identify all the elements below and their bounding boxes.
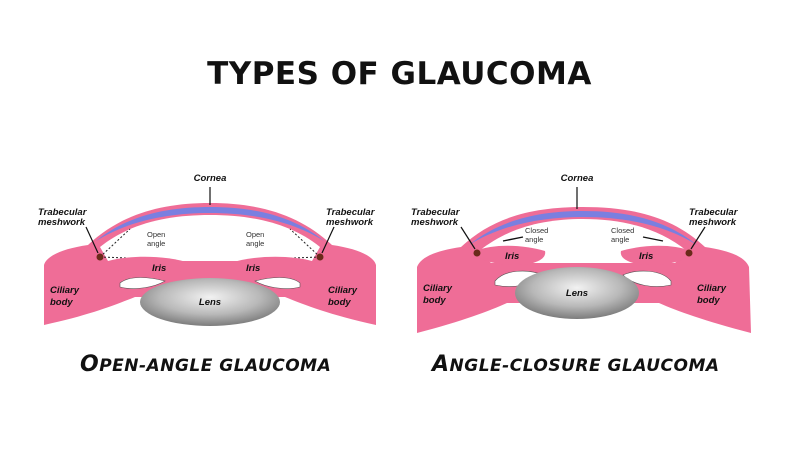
label-iris-left: Iris <box>505 251 519 262</box>
meshwork-dot-right <box>685 249 693 257</box>
open-angle-caption-rest: PEN-ANGLE GLAUCOMA <box>99 356 332 376</box>
iris-right <box>620 245 691 265</box>
label-angle-right-2: angle <box>611 235 629 244</box>
iris-left <box>108 256 191 275</box>
meshwork-pointer-right <box>321 226 335 254</box>
meshwork-pointer-right <box>690 226 706 250</box>
angle-closure-caption-initial: A <box>432 352 450 377</box>
label-ciliary-right-1: Ciliary <box>697 283 727 294</box>
closed-angle-arrow-right <box>642 236 664 242</box>
label-cornea: Cornea <box>561 173 594 184</box>
label-angle-left-2: angle <box>147 239 165 248</box>
label-ciliary-left-2: body <box>50 297 73 308</box>
lens-shape <box>140 278 280 326</box>
label-meshwork-left-2: meshwork <box>38 217 86 228</box>
label-ciliary-right-2: body <box>697 295 720 306</box>
label-angle-left-2: angle <box>525 235 543 244</box>
label-iris-right: Iris <box>639 251 653 262</box>
label-meshwork-right-1: Trabecular <box>689 207 739 218</box>
angle-closure-caption: ANGLE-CLOSURE GLAUCOMA <box>432 352 720 377</box>
ciliary-process-right <box>622 270 672 287</box>
label-meshwork-left-1: Trabecular <box>411 207 461 218</box>
label-angle-left-1: Closed <box>525 226 548 235</box>
label-iris-right: Iris <box>246 263 260 274</box>
label-meshwork-right-2: meshwork <box>326 217 374 228</box>
open-angle-caption: OPEN-ANGLE GLAUCOMA <box>80 352 331 377</box>
label-angle-left-1: Open <box>147 230 165 239</box>
meshwork-dot-left <box>473 249 481 257</box>
label-lens: Lens <box>199 297 221 308</box>
cornea-layer <box>96 207 324 241</box>
label-ciliary-right-1: Ciliary <box>328 285 358 296</box>
closed-angle-arrow-left <box>502 236 524 242</box>
page-title: TYPES OF GLAUCOMA <box>207 56 592 92</box>
anterior-chamber <box>100 215 320 261</box>
angle-closure-caption-rest: NGLE-CLOSURE GLAUCOMA <box>449 356 720 376</box>
cornea-layer <box>469 211 697 245</box>
iris-left <box>475 245 546 265</box>
label-lens: Lens <box>566 288 588 299</box>
label-angle-right-2: angle <box>246 239 264 248</box>
label-meshwork-left-1: Trabecular <box>38 207 88 218</box>
label-ciliary-left-1: Ciliary <box>423 283 453 294</box>
lens-shape <box>515 267 639 319</box>
angle-closure-diagram: Cornea Trabecular meshwork Trabecular me… <box>411 173 751 333</box>
iris-right <box>229 256 312 275</box>
label-meshwork-left-2: meshwork <box>411 217 459 228</box>
open-angle-diagram: Cornea Trabecular meshwork Trabecular me… <box>38 173 376 326</box>
label-meshwork-right-2: meshwork <box>689 217 737 228</box>
ciliary-process-left <box>119 277 166 289</box>
label-angle-right-1: Closed <box>611 226 634 235</box>
open-angle-caption-initial: O <box>80 352 100 377</box>
meshwork-dot-left <box>96 253 104 261</box>
ciliary-process-right <box>254 277 301 289</box>
meshwork-pointer-left <box>460 226 476 250</box>
label-angle-right-1: Open <box>246 230 264 239</box>
label-cornea: Cornea <box>194 173 227 184</box>
label-ciliary-left-1: Ciliary <box>50 285 80 296</box>
meshwork-pointer-left <box>85 226 99 254</box>
label-ciliary-left-2: body <box>423 295 446 306</box>
meshwork-dot-right <box>316 253 324 261</box>
label-iris-left: Iris <box>152 263 166 274</box>
label-ciliary-right-2: body <box>328 297 351 308</box>
label-meshwork-right-1: Trabecular <box>326 207 376 218</box>
